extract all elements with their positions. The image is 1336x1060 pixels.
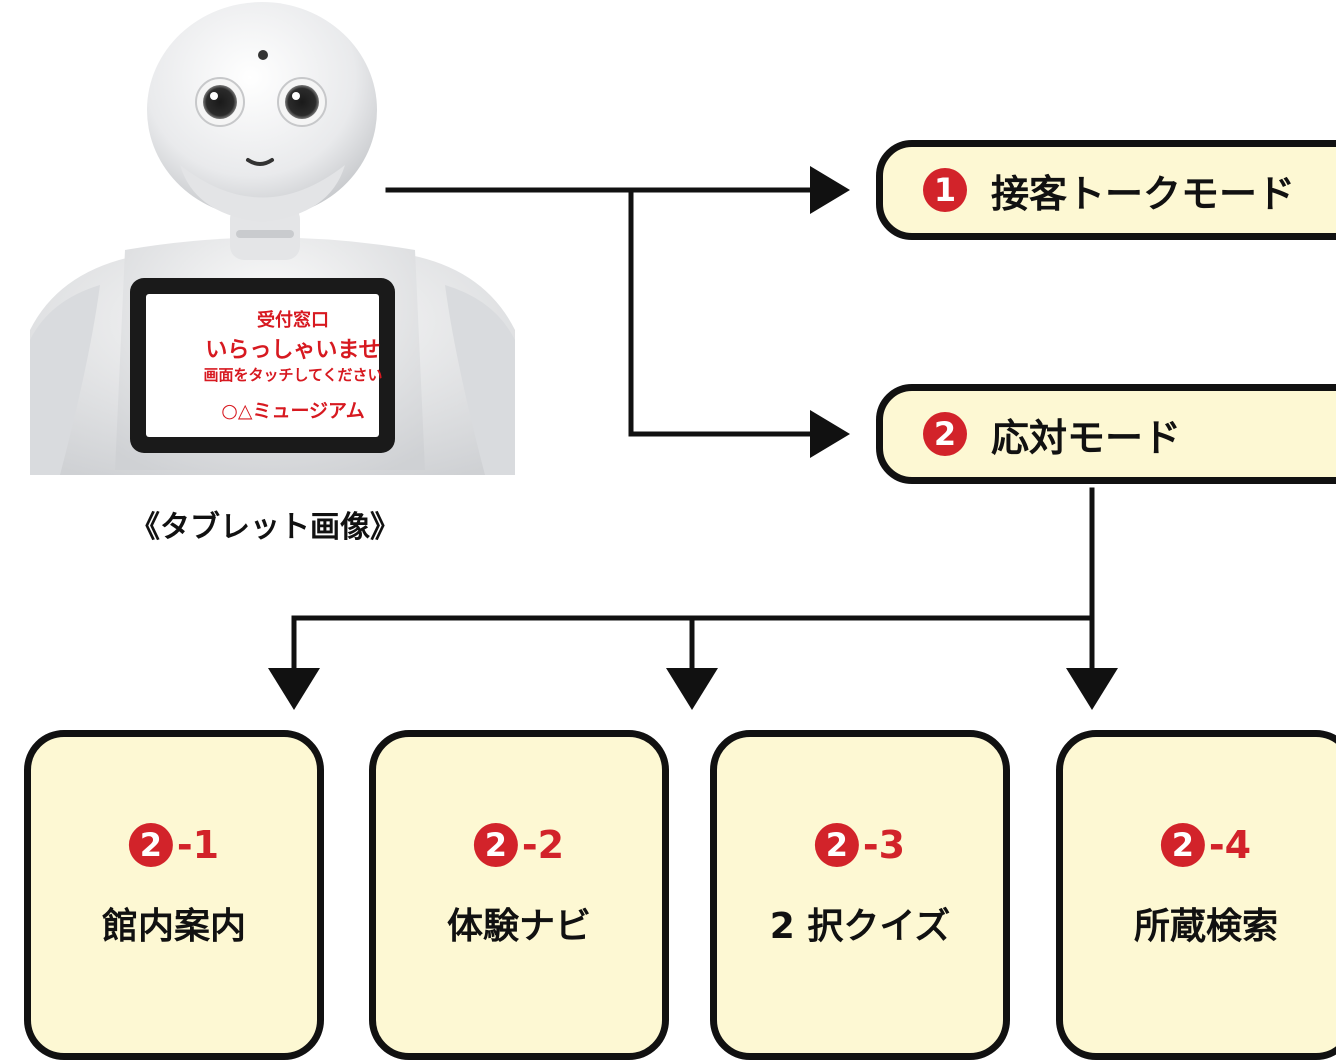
mode-box-2: 2 応対モード bbox=[876, 384, 1336, 484]
mode-label-2: 応対モード bbox=[991, 416, 1182, 460]
arrowhead-sub-4 bbox=[1066, 668, 1118, 710]
submode-box-1: 2-1 館内案内 bbox=[24, 730, 324, 1060]
submode-badge-4: 2 bbox=[1160, 823, 1205, 867]
submode-badge-3: 2 bbox=[814, 823, 859, 867]
flow-connectors bbox=[268, 166, 1118, 710]
arrowhead-sub-1 bbox=[268, 668, 320, 710]
mode-box-1: 1 接客トークモード bbox=[876, 140, 1336, 240]
submode-suffix-3: -3 bbox=[862, 823, 906, 867]
submode-label-2: 体験ナビ bbox=[446, 906, 591, 947]
submode-id-3: 2-3 bbox=[717, 823, 1003, 867]
tablet-line-1: 受付窓口 bbox=[257, 310, 329, 331]
submode-id-1: 2-1 bbox=[31, 823, 317, 867]
submode-label-1: 館内案内 bbox=[101, 906, 246, 947]
submode-suffix-1: -1 bbox=[176, 823, 220, 867]
submode-suffix-4: -4 bbox=[1208, 823, 1252, 867]
tablet-line-2: いらっしゃいませ bbox=[205, 338, 381, 363]
submode-suffix-2: -2 bbox=[521, 823, 565, 867]
mode-label-1: 接客トークモード bbox=[991, 172, 1296, 216]
submode-label-4: 所蔵検索 bbox=[1133, 906, 1278, 947]
tablet-line-4: ○△ミュージアム bbox=[221, 400, 365, 422]
robot-photo: 受付窓口 いらっしゃいませ 画面をタッチしてください ○△ミュージアム bbox=[30, 0, 515, 475]
submode-badge-1: 2 bbox=[128, 823, 173, 867]
arrowhead-sub-2 bbox=[666, 668, 718, 710]
submode-id-4: 2-4 bbox=[1063, 823, 1336, 867]
mode-badge-2: 2 bbox=[923, 412, 967, 456]
submode-box-2: 2-2 体験ナビ bbox=[369, 730, 669, 1060]
arrowhead-mode-2 bbox=[810, 410, 850, 458]
submode-badge-2: 2 bbox=[473, 823, 518, 867]
photo-caption: 《タブレット画像》 bbox=[130, 510, 400, 545]
tablet-line-3: 画面をタッチしてください bbox=[203, 366, 383, 384]
submode-id-2: 2-2 bbox=[376, 823, 662, 867]
submode-label-3: 2 択クイズ bbox=[769, 906, 951, 947]
arrowhead-mode-1 bbox=[810, 166, 850, 214]
robot-illustration bbox=[30, 2, 515, 475]
mode-badge-1: 1 bbox=[923, 168, 967, 212]
submode-box-3: 2-3 2 択クイズ bbox=[710, 730, 1010, 1060]
submode-box-4: 2-4 所蔵検索 bbox=[1056, 730, 1336, 1060]
